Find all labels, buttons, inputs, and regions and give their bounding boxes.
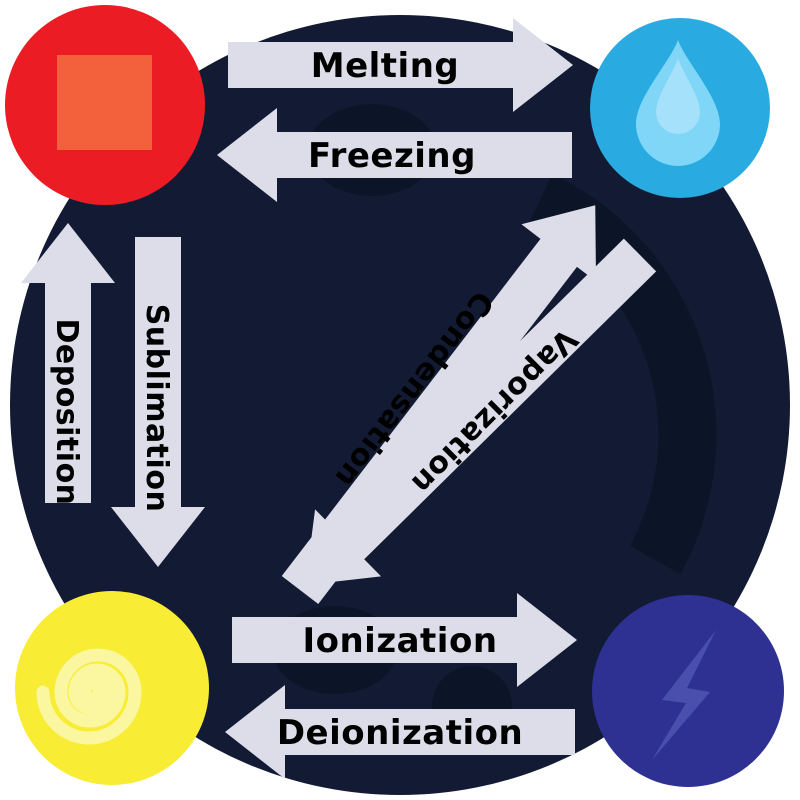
square-icon bbox=[57, 55, 152, 150]
gas-node bbox=[15, 591, 209, 785]
deionization-label: Deionization bbox=[277, 713, 523, 753]
liquid-node bbox=[590, 18, 770, 198]
ionization-arrow bbox=[232, 593, 577, 687]
transition-arrows bbox=[21, 18, 657, 779]
lightning-icon bbox=[652, 630, 716, 760]
sublimation-label: Sublimation bbox=[139, 304, 174, 513]
deposition-arrow bbox=[21, 223, 115, 503]
spiral-icon bbox=[36, 648, 142, 745]
sublimation-arrow bbox=[111, 237, 205, 567]
freezing-arrow bbox=[217, 108, 572, 202]
deionization-arrow bbox=[225, 685, 575, 779]
melting-label: Melting bbox=[311, 46, 460, 86]
plasma-node bbox=[592, 595, 784, 787]
melting-arrow bbox=[228, 18, 573, 112]
vaporization-arrow bbox=[305, 238, 657, 586]
droplet-highlight bbox=[656, 58, 700, 134]
solid-node bbox=[5, 5, 205, 205]
ionization-label: Ionization bbox=[302, 621, 497, 661]
freezing-label: Freezing bbox=[308, 136, 476, 176]
deposition-label: Deposition bbox=[49, 318, 84, 505]
